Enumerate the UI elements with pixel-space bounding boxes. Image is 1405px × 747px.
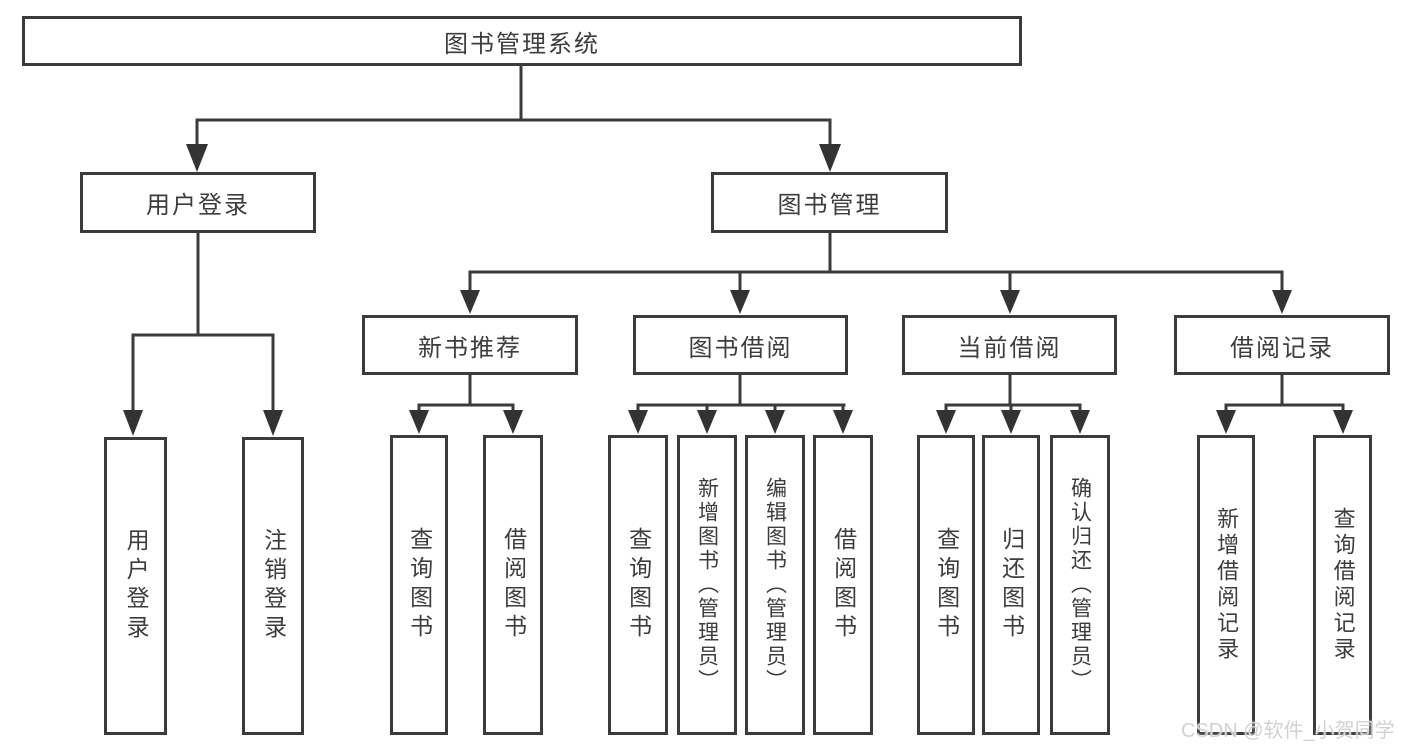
- leaf-query-book-3-label: 查询图书: [933, 527, 960, 643]
- node-new-book-recommend: 新书推荐: [362, 315, 578, 375]
- leaf-user-login: 用户登录: [104, 437, 167, 735]
- leaf-confirm-return-admin: 确认归还（管理员）: [1050, 435, 1110, 735]
- node-user-login-label: 用户登录: [146, 192, 250, 219]
- leaf-query-book-1-label: 查询图书: [406, 527, 433, 643]
- node-book-management-label: 图书管理: [777, 192, 882, 219]
- leaf-add-borrow-record: 新增借阅记录: [1197, 435, 1255, 735]
- leaf-borrow-book-2: 借阅图书: [813, 435, 873, 735]
- node-borrow-records: 借阅记录: [1174, 315, 1390, 375]
- leaf-query-borrow-record-label: 查询借阅记录: [1330, 507, 1356, 663]
- leaf-confirm-return-admin-label: 确认归还（管理员）: [1068, 477, 1092, 693]
- node-current-borrow-label: 当前借阅: [957, 334, 1062, 362]
- leaf-query-book-1: 查询图书: [390, 435, 448, 735]
- leaf-return-book: 归还图书: [982, 435, 1040, 735]
- node-book-borrow: 图书借阅: [633, 315, 848, 375]
- leaf-query-book-2-label: 查询图书: [625, 527, 652, 643]
- csdn-watermark: CSDN @软件_小贺同学: [1181, 720, 1395, 742]
- leaf-return-book-label: 归还图书: [998, 527, 1025, 643]
- node-user-login: 用户登录: [80, 172, 316, 233]
- leaf-borrow-book-1-label: 借阅图书: [500, 527, 527, 643]
- node-root-label: 图书管理系统: [444, 30, 600, 58]
- leaf-logout-label: 注销登录: [260, 528, 287, 644]
- leaf-edit-book-admin-label: 编辑图书（管理员）: [763, 477, 787, 693]
- leaf-add-borrow-record-label: 新增借阅记录: [1214, 507, 1240, 663]
- leaf-query-book-3: 查询图书: [917, 435, 975, 735]
- node-book-management: 图书管理: [711, 172, 948, 233]
- node-book-borrow-label: 图书借阅: [688, 334, 793, 362]
- node-current-borrow: 当前借阅: [902, 315, 1117, 375]
- node-borrow-records-label: 借阅记录: [1230, 334, 1334, 362]
- leaf-add-book-admin-label: 新增图书（管理员）: [695, 477, 719, 693]
- leaf-add-book-admin: 新增图书（管理员）: [677, 435, 737, 735]
- leaf-logout: 注销登录: [242, 437, 304, 735]
- leaf-borrow-book-1: 借阅图书: [483, 435, 543, 735]
- leaf-user-login-label: 用户登录: [123, 528, 150, 644]
- leaf-query-borrow-record: 查询借阅记录: [1313, 435, 1372, 735]
- node-new-book-recommend-label: 新书推荐: [418, 334, 522, 362]
- leaf-edit-book-admin: 编辑图书（管理员）: [745, 435, 805, 735]
- arrowheads: [123, 144, 1353, 436]
- leaf-query-book-2: 查询图书: [608, 435, 668, 735]
- leaf-borrow-book-2-label: 借阅图书: [830, 527, 857, 643]
- node-root: 图书管理系统: [22, 16, 1022, 66]
